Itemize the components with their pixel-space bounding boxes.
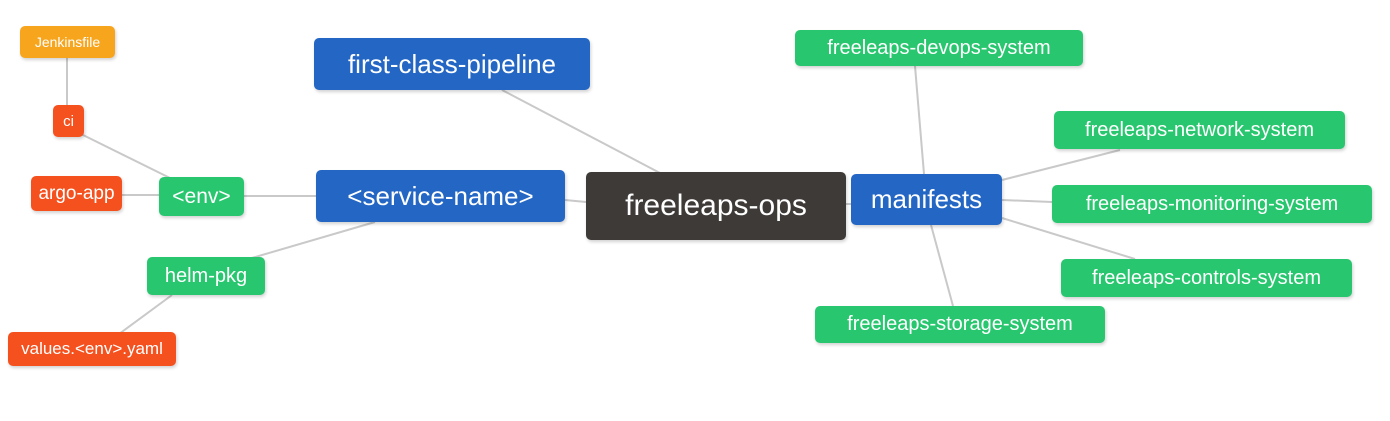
node-freeleaps-ops[interactable]: freeleaps-ops bbox=[586, 172, 846, 240]
edge-helmpkg-values bbox=[118, 294, 173, 335]
node-helm-pkg[interactable]: helm-pkg bbox=[147, 257, 265, 295]
node-jenkinsfile[interactable]: Jenkinsfile bbox=[20, 26, 115, 58]
node-freeleaps-controls-system[interactable]: freeleaps-controls-system bbox=[1061, 259, 1352, 297]
node-freeleaps-monitoring-system[interactable]: freeleaps-monitoring-system bbox=[1052, 185, 1372, 223]
edge-manifests-controls bbox=[1001, 217, 1136, 260]
edge-servicename-helmpkg bbox=[244, 221, 376, 261]
node-env[interactable]: <env> bbox=[159, 177, 244, 216]
node-service-name[interactable]: <service-name> bbox=[316, 170, 565, 222]
edge-manifests-monitoring bbox=[1001, 199, 1053, 203]
edge-fcp-freeleapsops bbox=[501, 89, 661, 174]
edge-manifests-storage bbox=[930, 224, 954, 307]
node-freeleaps-network-system[interactable]: freeleaps-network-system bbox=[1054, 111, 1345, 149]
node-ci[interactable]: ci bbox=[53, 105, 84, 137]
node-argo-app[interactable]: argo-app bbox=[31, 176, 122, 211]
edge-ci-env bbox=[80, 133, 171, 179]
edge-servicename-freeleapsops bbox=[564, 199, 587, 203]
edge-manifests-devops bbox=[914, 65, 925, 175]
node-manifests[interactable]: manifests bbox=[851, 174, 1002, 225]
node-freeleaps-storage-system[interactable]: freeleaps-storage-system bbox=[815, 306, 1105, 343]
node-freeleaps-devops-system[interactable]: freeleaps-devops-system bbox=[795, 30, 1083, 66]
node-values-env-yaml[interactable]: values.<env>.yaml bbox=[8, 332, 176, 366]
node-first-class-pipeline[interactable]: first-class-pipeline bbox=[314, 38, 590, 90]
edge-manifests-network bbox=[1001, 149, 1121, 181]
